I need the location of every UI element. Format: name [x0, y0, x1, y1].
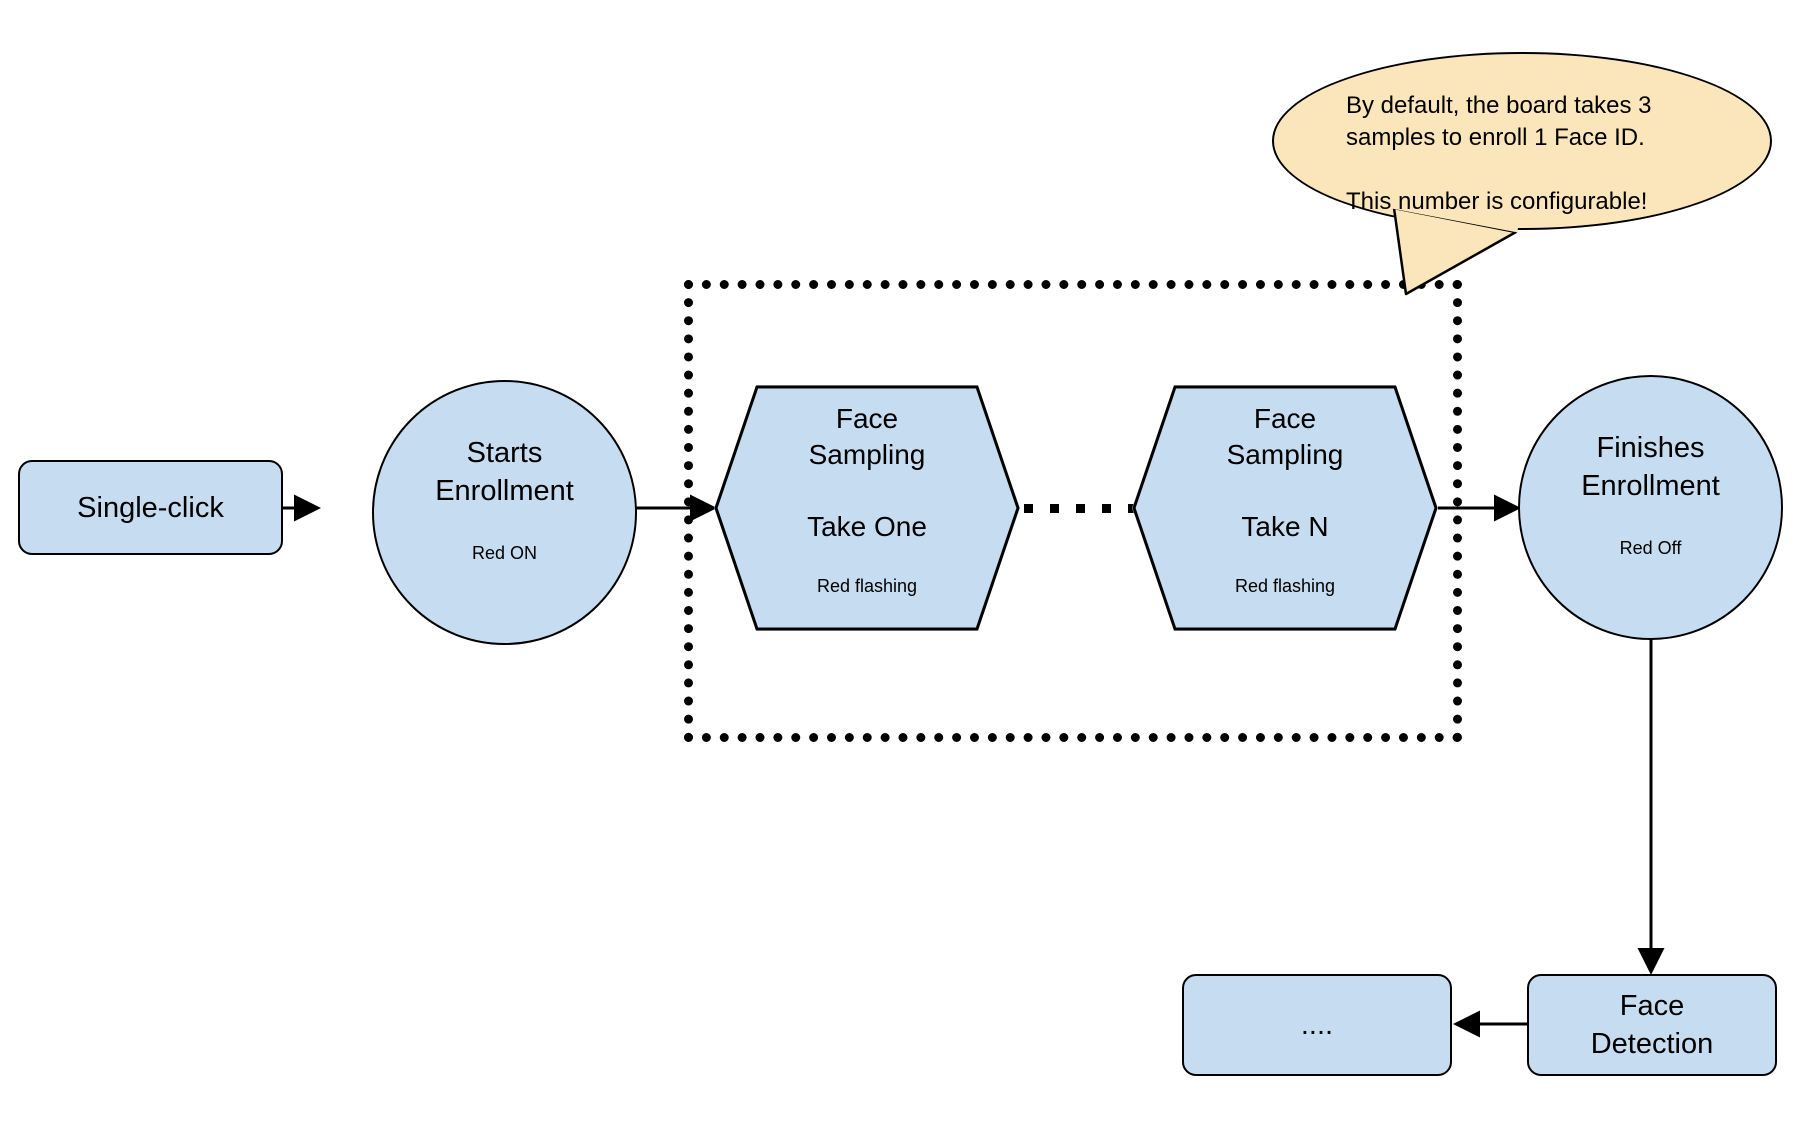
- node-single-click[interactable]: Single-click: [18, 460, 283, 555]
- node-face-sampling-one-status: Red flashing: [816, 576, 918, 596]
- callout-tail: [1391, 202, 1519, 296]
- node-ellipsis-label: ....: [1300, 1009, 1334, 1041]
- node-starts-enrollment[interactable]: Starts Enrollment Red ON: [372, 380, 637, 645]
- callout-body: [1272, 52, 1772, 230]
- callout-text: By default, the board takes 3 samples to…: [1346, 92, 1652, 215]
- callout-bubble: By default, the board takes 3 samples to…: [1272, 52, 1772, 296]
- connector-dot: [1076, 504, 1085, 513]
- node-finishes-enrollment-label: Finishes Enrollment: [1581, 431, 1720, 502]
- connector-dot: [1050, 504, 1059, 513]
- node-single-click-label: Single-click: [77, 491, 224, 524]
- node-starts-enrollment-status: Red ON: [471, 542, 538, 563]
- connector-dot: [1024, 504, 1033, 513]
- connector-dot: [1102, 504, 1111, 513]
- node-face-sampling-n-take: Take N: [1241, 511, 1329, 542]
- node-finishes-enrollment[interactable]: Finishes Enrollment Red Off: [1518, 375, 1783, 640]
- node-face-sampling-one-label: Face Sampling: [808, 403, 926, 470]
- node-starts-enrollment-label: Starts Enrollment: [435, 436, 574, 507]
- node-face-sampling-n-label: Face Sampling: [1226, 403, 1344, 470]
- node-face-sampling-n[interactable]: Face Sampling Take N Red flashing: [1132, 385, 1438, 631]
- sampling-loop-container: [684, 280, 1462, 742]
- node-face-detection[interactable]: Face Detection: [1527, 974, 1777, 1076]
- node-face-sampling-n-status: Red flashing: [1234, 576, 1336, 596]
- node-ellipsis[interactable]: ....: [1182, 974, 1452, 1076]
- node-face-sampling-one-take: Take One: [807, 511, 927, 542]
- node-face-sampling-one[interactable]: Face Sampling Take One Red flashing: [714, 385, 1020, 631]
- node-finishes-enrollment-status: Red Off: [1619, 537, 1682, 558]
- edge-sampling-one-to-sampling-n-dots: [1024, 504, 1137, 513]
- node-face-detection-label: Face Detection: [1590, 990, 1714, 1060]
